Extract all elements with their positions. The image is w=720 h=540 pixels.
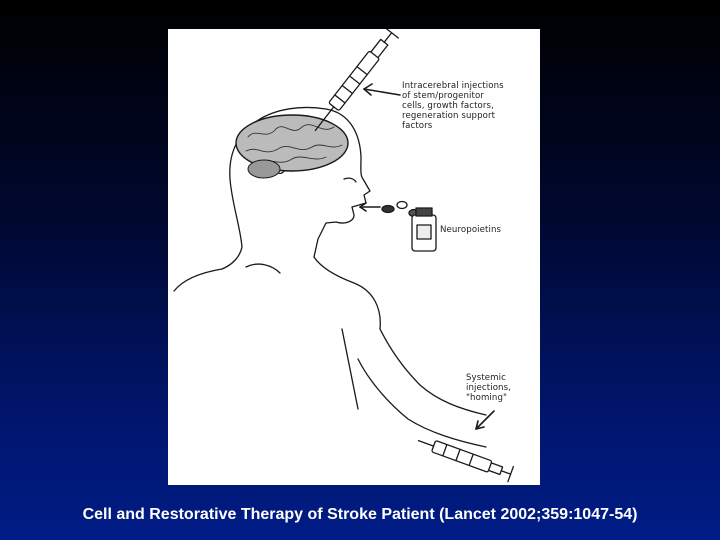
syringe-icon xyxy=(417,439,515,483)
label-intracerebral: Intracerebral injections of stem/progeni… xyxy=(402,81,504,131)
illustration xyxy=(173,29,515,483)
collarbone xyxy=(245,263,281,274)
slide-caption: Cell and Restorative Therapy of Stroke P… xyxy=(82,506,638,523)
neck-front xyxy=(313,256,381,330)
label-neuropoietins: Neuropoietins xyxy=(440,225,502,235)
arrow-icon xyxy=(475,410,495,430)
arm-lower xyxy=(357,358,487,448)
arm-upper xyxy=(379,328,487,416)
label-systemic: Systemic injections, "homing" xyxy=(466,373,512,403)
torso-side xyxy=(341,328,359,410)
figure-panel: Intracerebral injections of stem/progeni… xyxy=(168,29,540,485)
neck-back xyxy=(221,178,243,270)
pill-bottle-icon xyxy=(411,207,437,252)
syringe-icon xyxy=(314,29,399,132)
injection-arrow xyxy=(363,88,401,96)
shoulder xyxy=(173,268,223,292)
brain xyxy=(235,114,349,172)
pills-icon xyxy=(381,200,420,218)
head-outline xyxy=(229,106,371,258)
cerebellum xyxy=(247,159,281,179)
eye xyxy=(343,177,357,183)
